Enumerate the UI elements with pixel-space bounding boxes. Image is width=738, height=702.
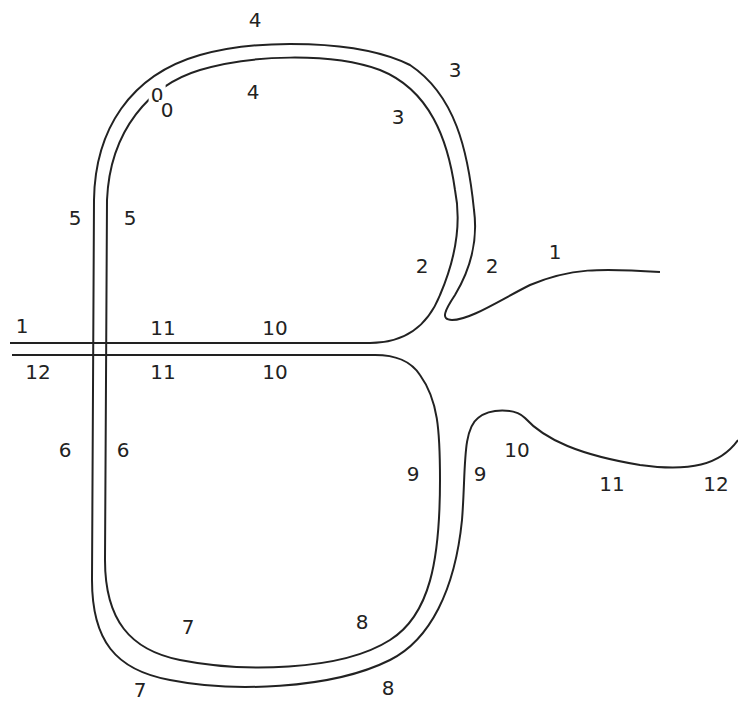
inner-strand xyxy=(10,58,458,668)
callout-number: 0 xyxy=(159,100,176,120)
callout-number: 3 xyxy=(390,107,407,127)
callout-number: 4 xyxy=(245,82,262,102)
callout-number: 7 xyxy=(132,680,149,700)
callout-number: 8 xyxy=(380,678,397,698)
callout-number: 10 xyxy=(502,440,531,460)
callout-number: 2 xyxy=(484,256,501,276)
callout-number: 5 xyxy=(122,208,139,228)
callout-number: 5 xyxy=(67,208,84,228)
callout-number: 9 xyxy=(472,464,489,484)
callout-number: 4 xyxy=(247,10,264,30)
callout-number: 11 xyxy=(597,474,626,494)
outer-strand xyxy=(92,44,738,687)
callout-number: 1 xyxy=(547,242,564,262)
callout-number: 11 xyxy=(148,318,177,338)
callout-number: 12 xyxy=(23,362,52,382)
callout-number: 6 xyxy=(57,440,74,460)
callout-number: 12 xyxy=(701,474,730,494)
callout-number: 9 xyxy=(405,464,422,484)
callout-number: 2 xyxy=(414,256,431,276)
callout-number: 1 xyxy=(14,316,31,336)
callout-number: 3 xyxy=(447,60,464,80)
callout-number: 8 xyxy=(354,612,371,632)
callout-number: 6 xyxy=(115,440,132,460)
callout-number: 11 xyxy=(148,362,177,382)
callout-number: 10 xyxy=(260,318,289,338)
callout-number: 10 xyxy=(260,362,289,382)
callout-number: 7 xyxy=(180,617,197,637)
